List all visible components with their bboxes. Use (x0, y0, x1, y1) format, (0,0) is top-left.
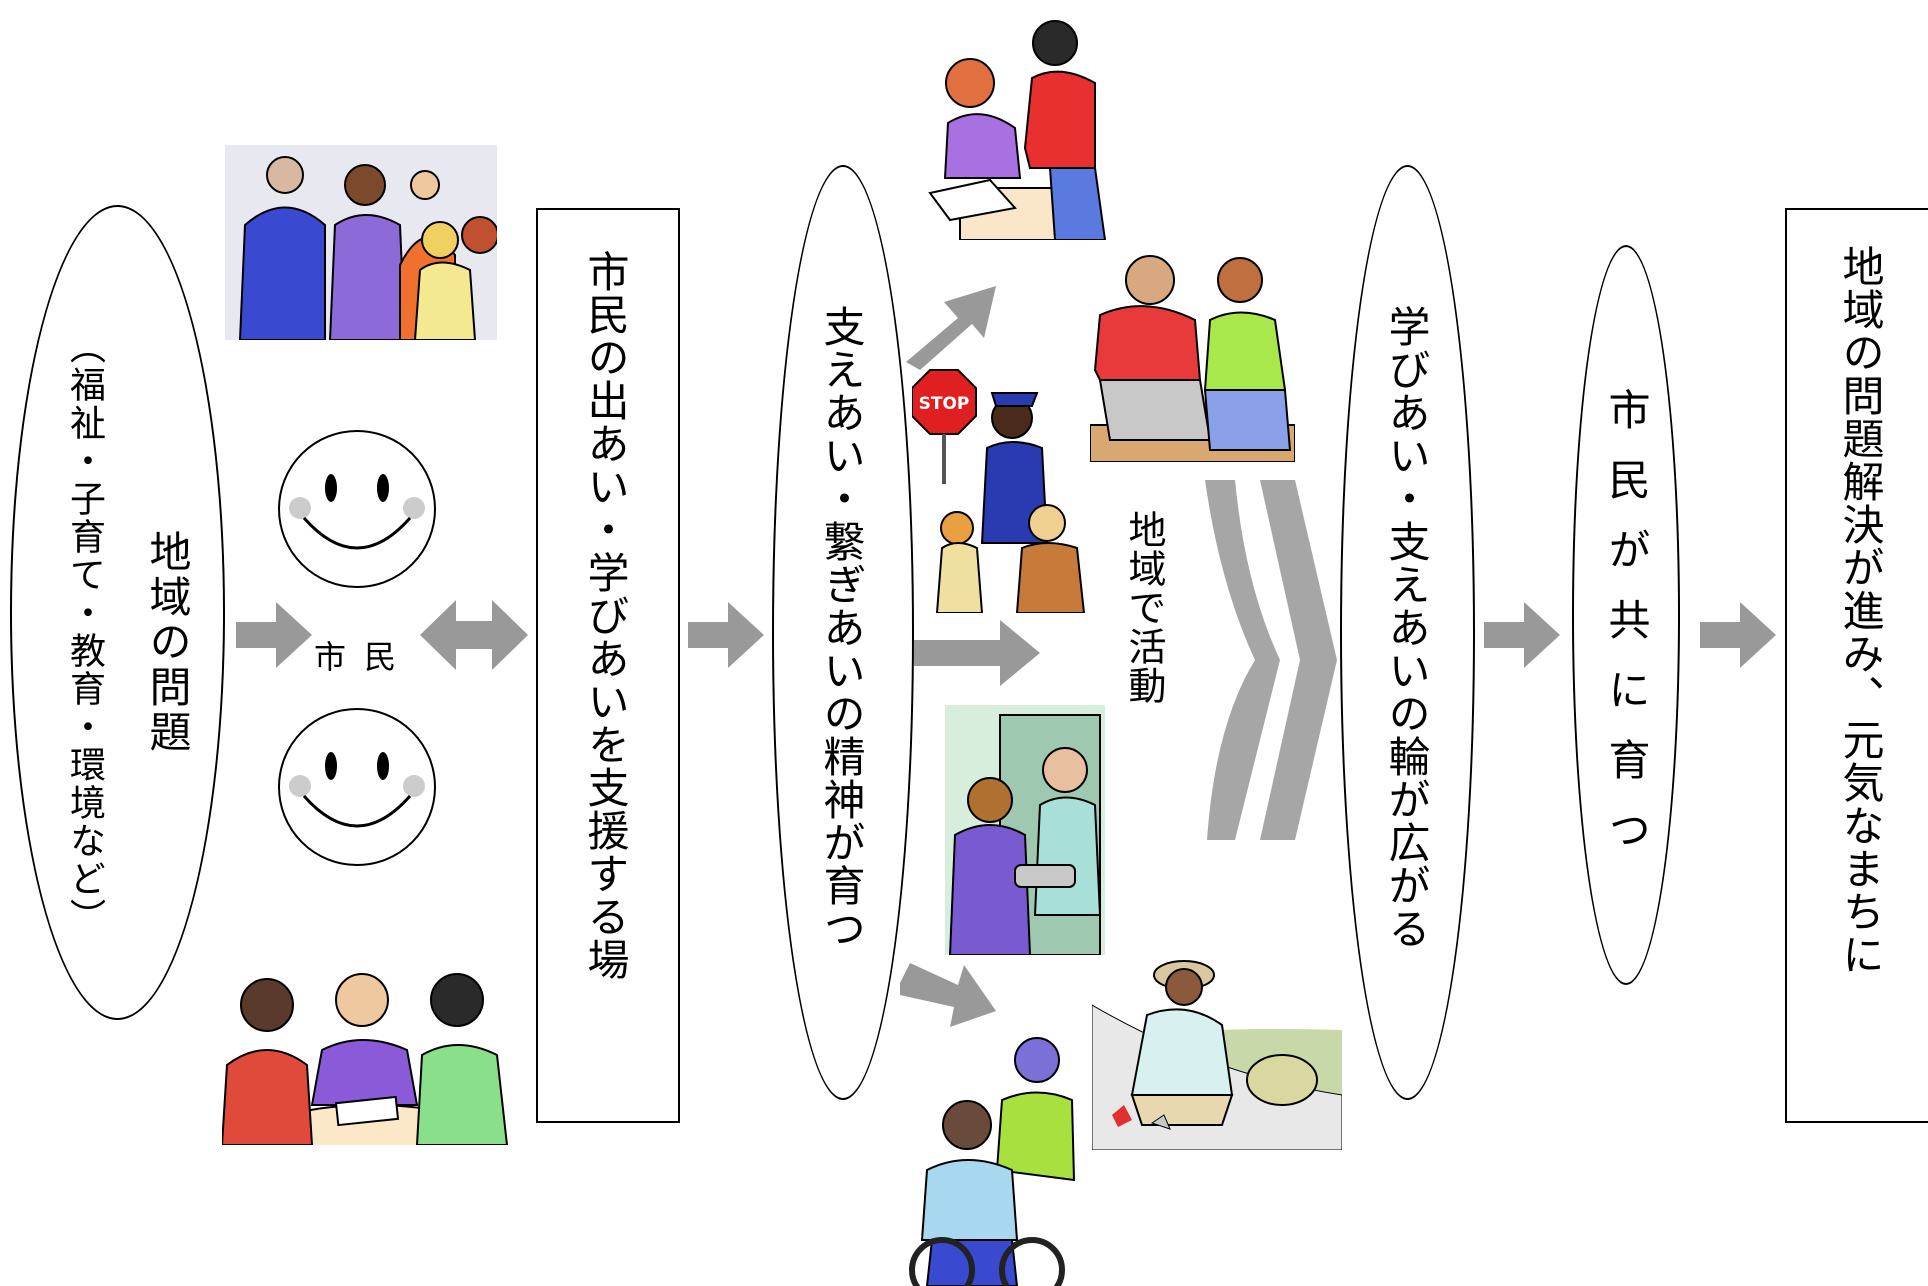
double-arrow-icon (420, 600, 528, 670)
people-meeting-clipart (222, 955, 516, 1145)
citizens-label: 市 民 (314, 638, 401, 676)
father-son-clipart (1090, 240, 1295, 462)
merge-arrow-icon (1205, 480, 1337, 840)
meeting-place-text: 市民の出あい・学びあいを支援する場 (581, 250, 630, 981)
people-chatting-clipart (225, 145, 497, 340)
meeting-place-box (536, 208, 680, 1123)
smiley-face-icon (278, 708, 436, 866)
wheelchair-helper-clipart (902, 1030, 1077, 1286)
crossing-guard-clipart: STOP (912, 368, 1094, 613)
arrow-right-icon (1484, 602, 1560, 668)
litter-pickup-clipart (1092, 945, 1342, 1150)
local-activity-label: 地域で活動 (1122, 510, 1166, 705)
learning-circle-text: 学びあい・支えあいの輪が広がる (1382, 305, 1431, 950)
mutual-support-text: 支えあい・繋ぎあいの精神が育つ (817, 305, 866, 950)
tutor-student-clipart (920, 8, 1115, 240)
lively-town-text: 地域の問題解決が進み、元気なまちに (1836, 245, 1885, 976)
problems-subtitle: （福祉・子育て・教育・環境など） (64, 328, 105, 936)
grow-together-oval (1572, 245, 1680, 985)
problems-title: 地域の問題 (143, 530, 192, 755)
arrow-right-icon (914, 620, 1040, 686)
learning-circle-oval (1340, 165, 1475, 1100)
arrow-right-icon (688, 602, 764, 668)
problems-oval (10, 205, 225, 1020)
stop-sign-text: STOP (919, 394, 970, 414)
arrow-right-icon (236, 602, 312, 668)
lively-town-box (1785, 208, 1928, 1123)
arrow-up-right-icon (906, 286, 996, 370)
arrow-down-right-icon (900, 963, 996, 1027)
meal-delivery-clipart (945, 705, 1105, 955)
grow-together-text: 市民が共に育つ (1602, 388, 1651, 878)
arrow-right-icon (1700, 602, 1776, 668)
mutual-support-oval (772, 165, 914, 1100)
smiley-face-icon (278, 430, 436, 588)
